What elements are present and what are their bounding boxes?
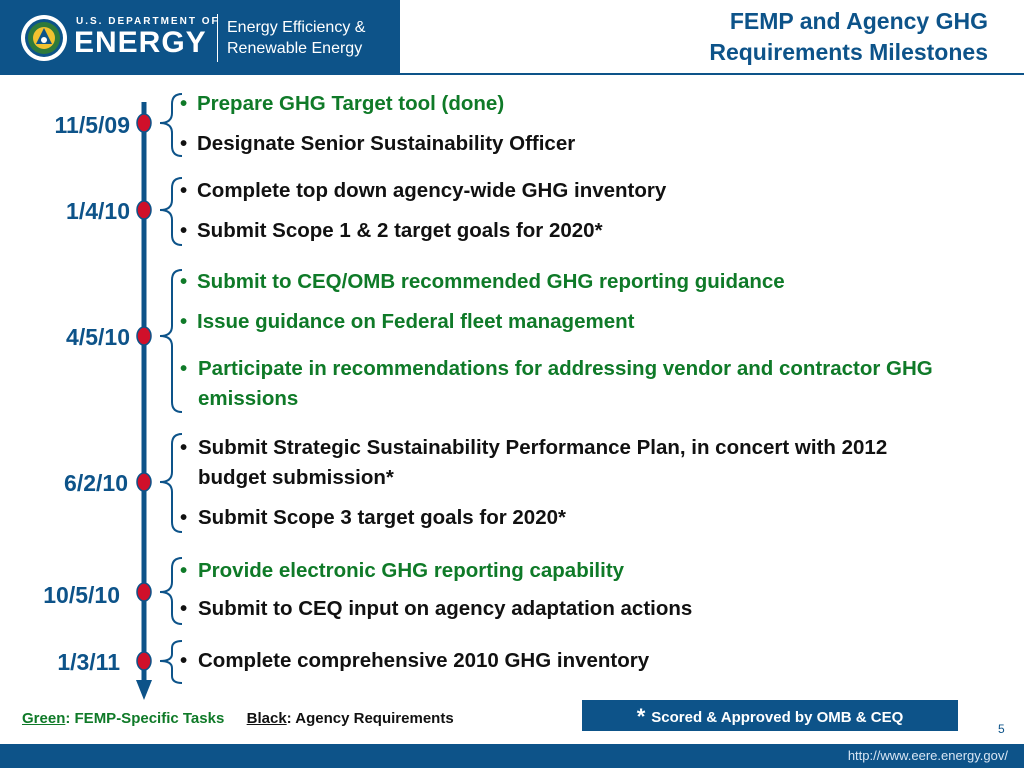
scored-note-text: Scored & Approved by OMB & CEQ: [651, 709, 904, 726]
logo-divider: [217, 14, 218, 62]
milestone-brace: [159, 433, 183, 533]
bullet: •: [180, 597, 188, 620]
milestone-task: • Complete comprehensive 2010 GHG invento…: [180, 646, 950, 676]
task-text: Submit to CEQ input on agency adaptation…: [198, 597, 693, 620]
scored-note-box: * Scored & Approved by OMB & CEQ: [582, 700, 958, 731]
milestone-date: 1/3/11: [57, 649, 120, 675]
task-text: Issue guidance on Federal fleet manageme…: [197, 310, 635, 333]
slide-title: FEMP and Agency GHG Requirements Milesto…: [568, 6, 988, 68]
legend-green-word: Green: [22, 710, 66, 727]
milestone-task: • Prepare GHG Target tool (done): [180, 89, 504, 119]
milestone-date: 1/4/10: [66, 198, 130, 224]
bullet: •: [180, 219, 188, 242]
milestone-task: • Submit Strategic Sustainability Perform…: [180, 433, 950, 493]
slide-header: U.S. DEPARTMENT OF ENERGY Energy Efficie…: [0, 0, 1024, 75]
doe-logo-band: U.S. DEPARTMENT OF ENERGY Energy Efficie…: [0, 0, 400, 75]
task-text: Prepare GHG Target tool (done): [197, 92, 505, 115]
office-line-2: Renewable Energy: [227, 40, 363, 57]
legend-black-text: : Agency Requirements: [286, 710, 454, 727]
milestone-brace: [159, 177, 183, 246]
bullet: •: [180, 357, 188, 380]
asterisk-icon: *: [636, 704, 646, 729]
bullet: •: [180, 132, 188, 155]
title-line-2: Requirements Milestones: [709, 39, 988, 65]
task-text: Participate in recommendations for addre…: [198, 357, 933, 410]
milestone-task: • Submit to CEQ/OMB recommended GHG repor…: [180, 267, 785, 297]
milestone-brace: [159, 557, 183, 625]
milestone-date: 4/5/10: [66, 324, 130, 350]
footer-bar: http://www.eere.energy.gov/: [0, 744, 1024, 768]
task-text: Submit Scope 1 & 2 target goals for 2020…: [197, 219, 603, 242]
milestone-marker: [136, 113, 152, 133]
task-text: Submit Strategic Sustainability Performa…: [198, 436, 888, 489]
task-text: Complete top down agency-wide GHG invent…: [197, 179, 667, 202]
milestone-brace: [159, 93, 183, 157]
header-rule: [0, 73, 1024, 75]
milestone-task: • Complete top down agency-wide GHG inven…: [180, 176, 666, 206]
milestone-marker: [136, 200, 152, 220]
milestone-date: 6/2/10: [64, 470, 128, 496]
milestone-task: • Provide electronic GHG reporting capabi…: [180, 556, 950, 586]
doe-seal-icon: [21, 15, 67, 61]
task-text: Submit Scope 3 target goals for 2020*: [198, 506, 566, 529]
milestone-task: • Submit to CEQ input on agency adaptatio…: [180, 594, 950, 624]
bullet: •: [180, 559, 188, 582]
milestone-task: • Submit Scope 3 target goals for 2020*: [180, 503, 950, 533]
milestone-marker: [136, 472, 152, 492]
legend-black-word: Black: [246, 710, 287, 727]
timeline-arrow-icon: [136, 680, 152, 700]
bullet: •: [180, 179, 188, 202]
task-text: Complete comprehensive 2010 GHG inventor…: [198, 649, 650, 672]
milestone-date: 11/5/09: [54, 112, 130, 138]
milestone-brace: [159, 269, 183, 413]
milestone-brace: [159, 640, 183, 684]
bullet: •: [180, 270, 188, 293]
page-number: 5: [998, 722, 1005, 736]
footer-url[interactable]: http://www.eere.energy.gov/: [847, 748, 1008, 763]
color-legend: Green: FEMP-Specific Tasks Black: Agency…: [22, 710, 454, 727]
milestone-task: • Participate in recommendations for addr…: [180, 354, 940, 414]
office-name: Energy Efficiency & Renewable Energy: [227, 17, 365, 59]
milestone-task: • Submit Scope 1 & 2 target goals for 202…: [180, 216, 603, 246]
title-line-1: FEMP and Agency GHG: [729, 8, 988, 34]
milestone-marker: [136, 651, 152, 671]
legend-green-text: : FEMP-Specific Tasks: [65, 710, 225, 727]
task-text: Submit to CEQ/OMB recommended GHG report…: [197, 270, 785, 293]
bullet: •: [180, 649, 188, 672]
bullet: •: [180, 436, 188, 459]
bullet: •: [180, 92, 188, 115]
dept-label: U.S. DEPARTMENT OF: [76, 16, 220, 27]
milestone-marker: [136, 326, 152, 346]
milestone-date: 10/5/10: [43, 582, 120, 608]
bullet: •: [180, 506, 188, 529]
task-text: Designate Senior Sustainability Officer: [197, 132, 576, 155]
task-text: Provide electronic GHG reporting capabil…: [198, 559, 625, 582]
energy-wordmark: ENERGY: [74, 26, 207, 59]
milestone-task: • Designate Senior Sustainability Officer: [180, 129, 575, 159]
office-line-1: Energy Efficiency &: [227, 19, 366, 36]
bullet: •: [180, 310, 188, 333]
milestone-task: • Issue guidance on Federal fleet managem…: [180, 307, 634, 337]
milestone-marker: [136, 582, 152, 602]
